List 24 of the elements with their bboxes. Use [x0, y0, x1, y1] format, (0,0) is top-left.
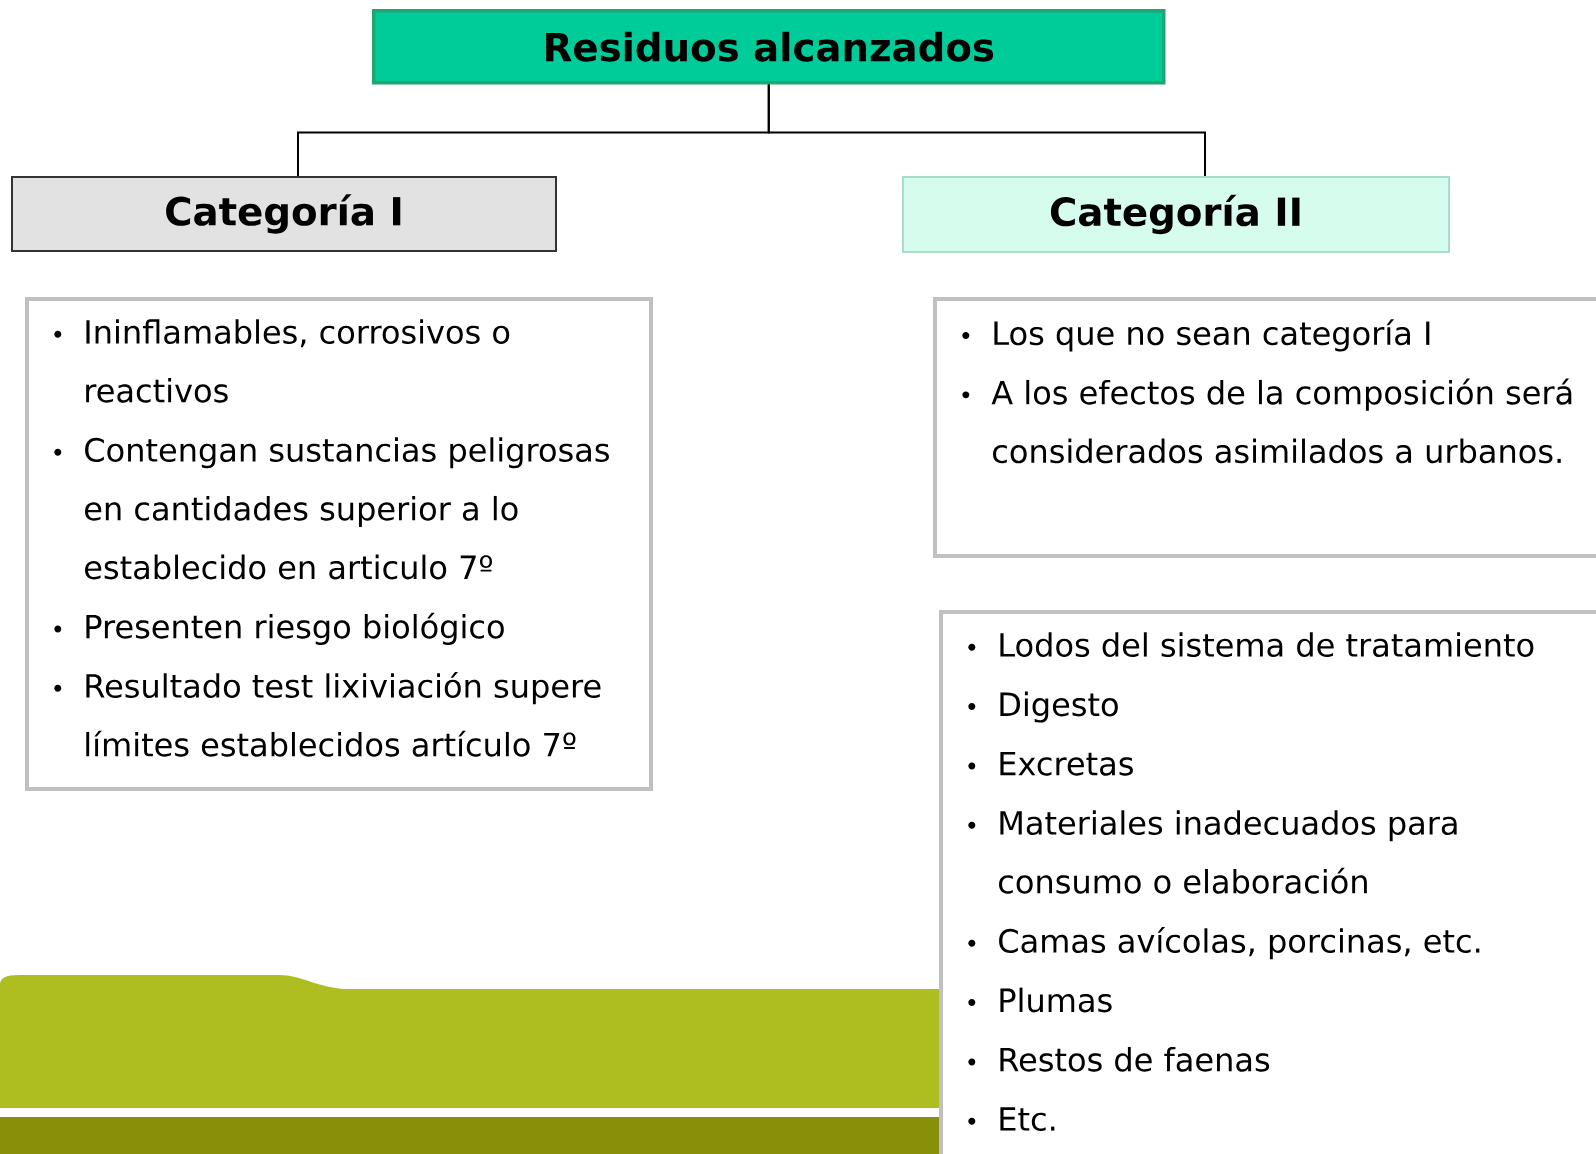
list-item: Los que no sean categoría I [962, 319, 1430, 352]
list-item: Lodos del sistema de tratamiento [968, 632, 1534, 658]
list-item: Etc. [968, 1107, 1055, 1132]
bullet-list-box [933, 297, 1596, 558]
bullet-list-box [25, 297, 653, 791]
heading-text: Categoría II [1050, 194, 1300, 235]
list-item: Digesto [968, 691, 1118, 723]
list-item: Restos de faenas [968, 1046, 1270, 1072]
list-item: Ininflamables, corrosivos o reactivos [54, 319, 510, 403]
heading-text: Residuos alcanzados [546, 31, 994, 62]
title-box [372, 9, 1166, 85]
connector-line [767, 83, 1206, 177]
category-box [902, 176, 1450, 253]
list-item: Presenten riesgo biológico [54, 612, 504, 645]
heading-text: Categoría I [166, 194, 401, 234]
list-item: Contengan sustancias peligrosas en cantidades superior a lo establecido en articulo 7º [54, 437, 609, 580]
list-item: Resultado test lixiviación supere límites establecidos artículo 7º [54, 672, 601, 757]
list-item: Excretas [968, 751, 1133, 776]
list-item: Camas avícolas, porcinas, etc. [968, 927, 1480, 960]
list-item: Materiales inadecuados para consumo o elaboración [968, 810, 1457, 894]
category-box [11, 176, 557, 252]
bullet-list-box [939, 610, 1596, 1154]
list-item: A los efectos de la composición será considerados asimilados a urbanos. [962, 378, 1572, 464]
list-item: Plumas [968, 987, 1112, 1013]
